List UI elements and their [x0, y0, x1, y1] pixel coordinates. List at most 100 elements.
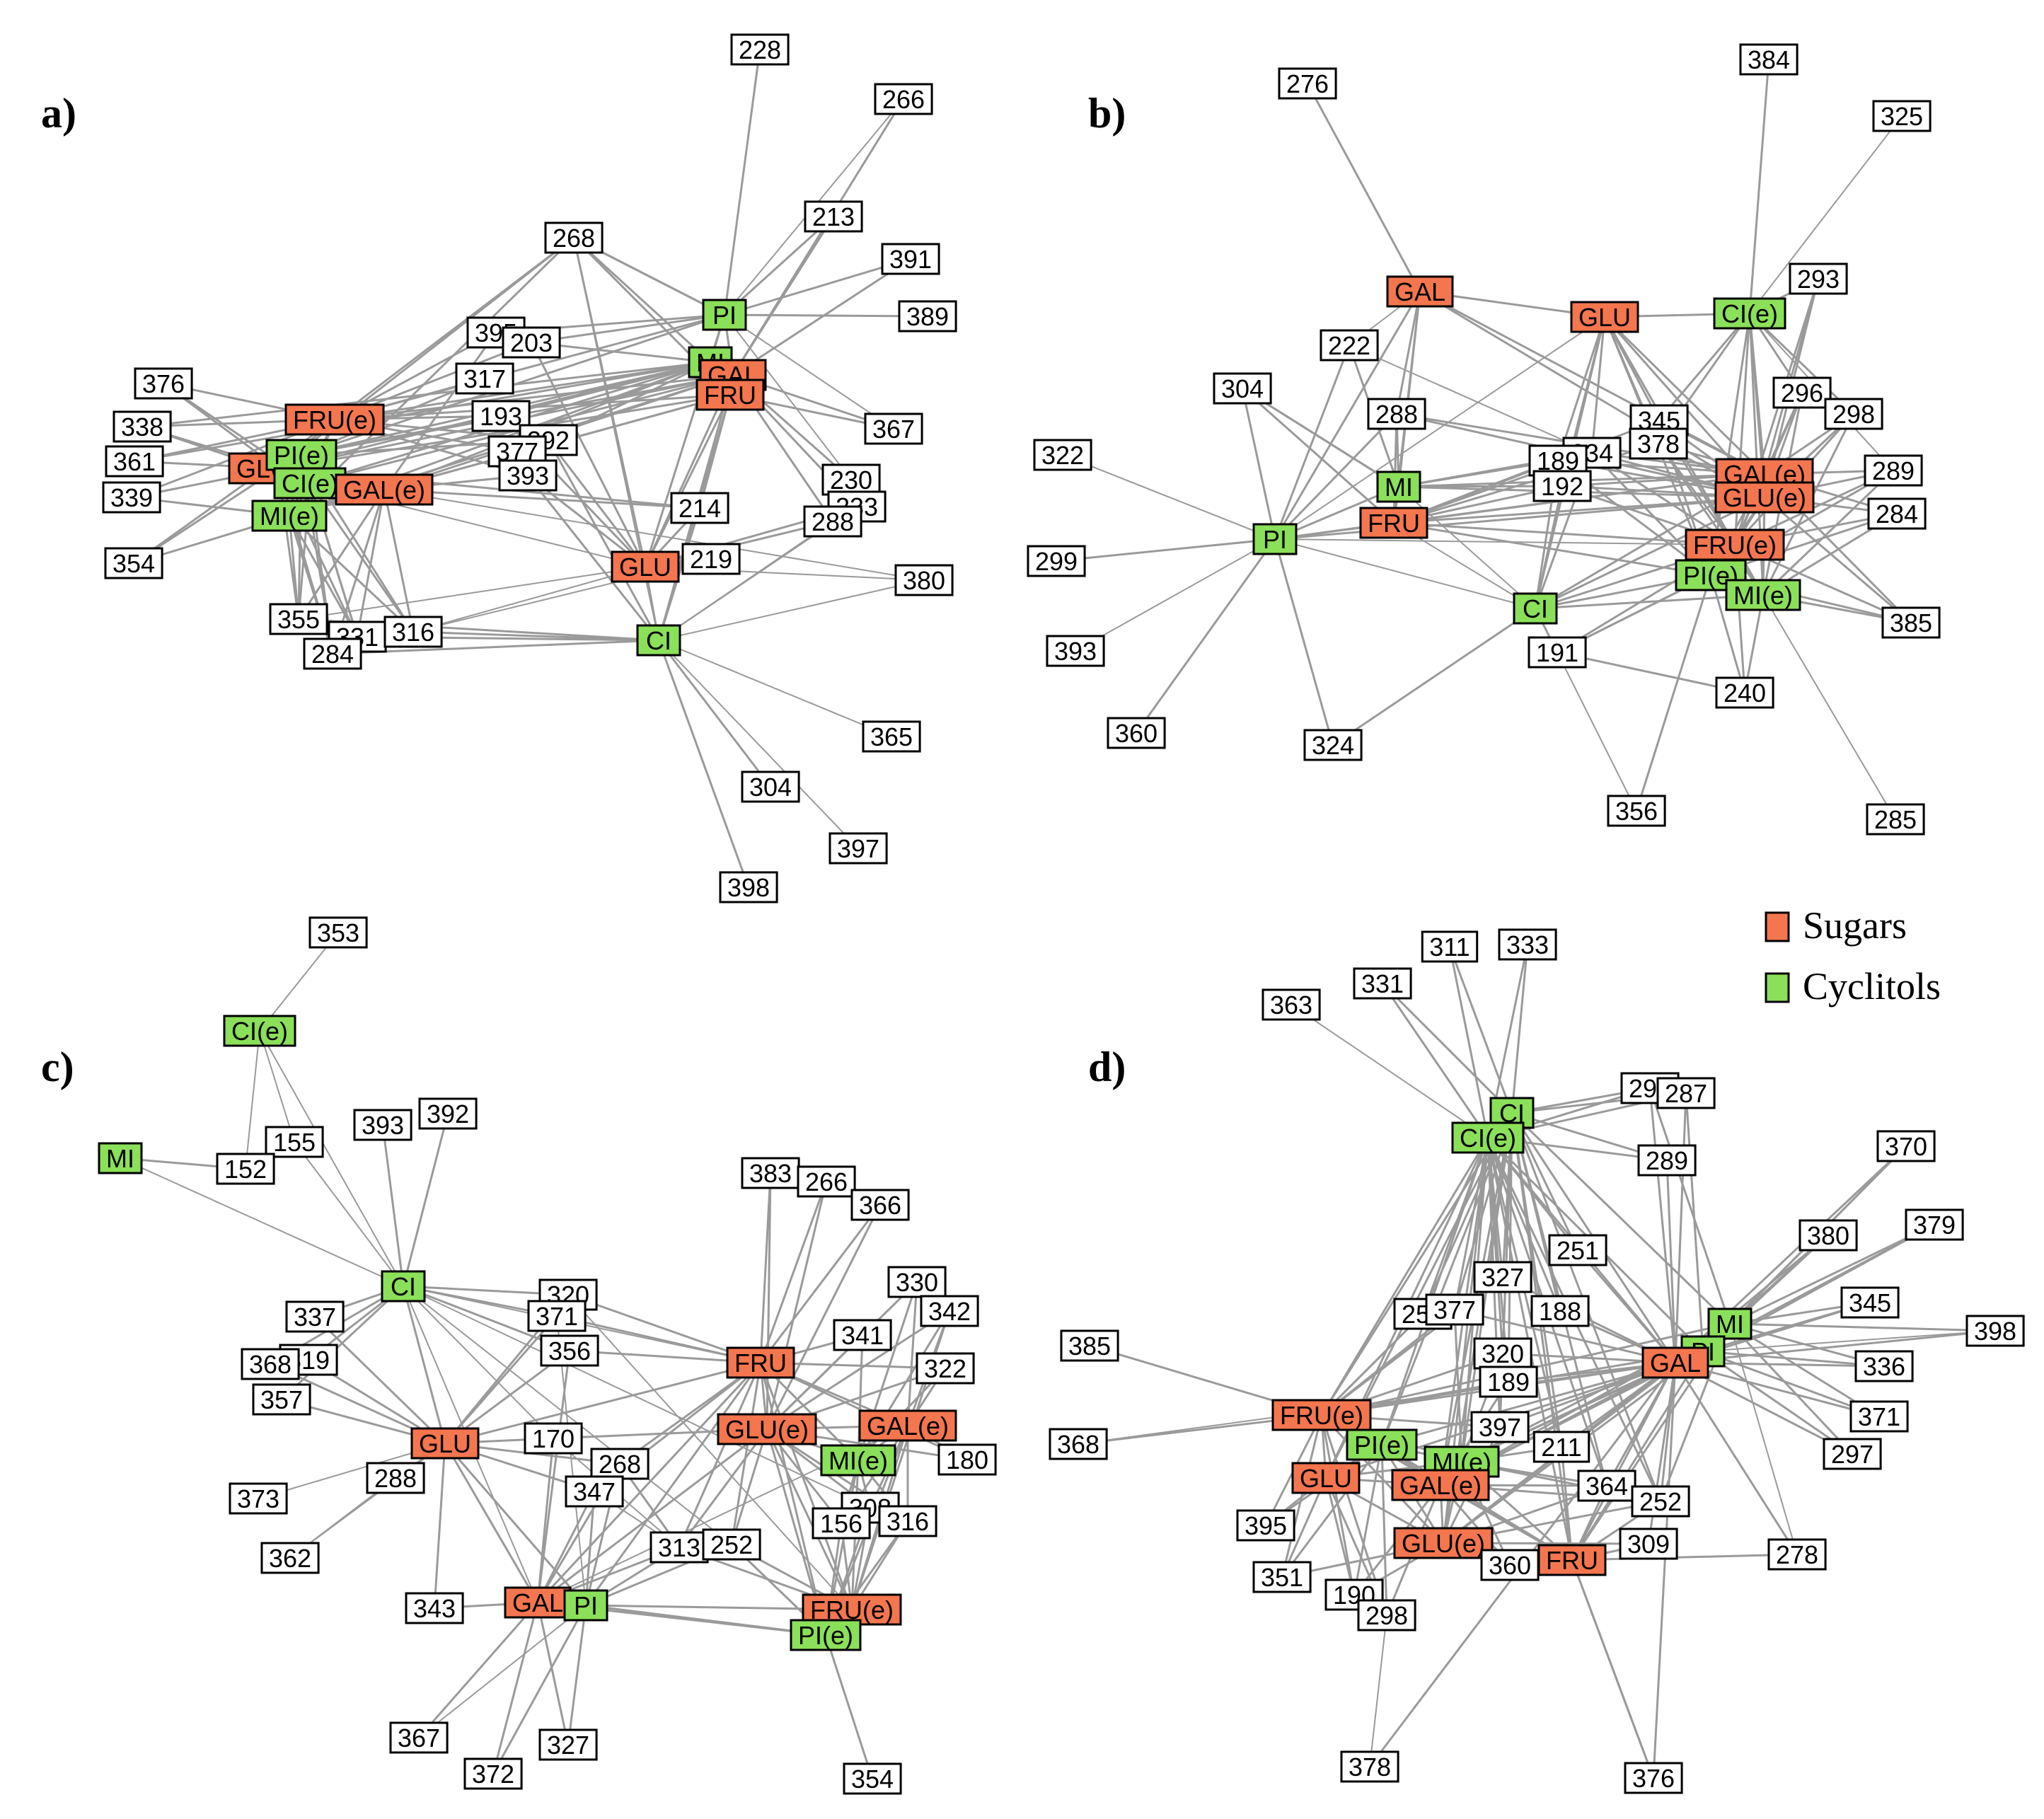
node-box: [260, 1542, 320, 1574]
edge: [444, 1315, 558, 1444]
legend-swatch-sugars: [1765, 911, 1790, 942]
node-label: GAL(e): [1399, 1471, 1482, 1500]
node-label: 370: [1885, 1132, 1927, 1161]
node-327: 327: [538, 1728, 598, 1761]
node-label: CI(e): [282, 469, 338, 498]
node-230: 230: [821, 463, 881, 496]
node-box: [590, 1448, 649, 1480]
edge: [1332, 607, 1536, 746]
node-170: 170: [524, 1422, 583, 1455]
edge: [759, 1362, 853, 1610]
node-label: 376: [142, 369, 185, 398]
edge: [403, 1286, 554, 1439]
node-box: [695, 379, 765, 411]
node-351: 351: [1252, 1561, 1312, 1593]
node-box: [1425, 1293, 1484, 1326]
node-label: 371: [536, 1302, 578, 1331]
node-glu: GLU: [410, 1427, 480, 1460]
edge: [1242, 387, 1395, 524]
node-label: 393: [362, 1111, 404, 1140]
edge: [1421, 1137, 1489, 1315]
node-368: 368: [241, 1348, 300, 1380]
edge: [245, 1030, 260, 1170]
edge: [433, 1443, 446, 1609]
legend-label-sugars: Sugars: [1803, 904, 1907, 947]
node-box: [383, 616, 443, 648]
node-357: 357: [252, 1383, 311, 1416]
edge: [724, 314, 852, 480]
node-box: [611, 550, 680, 583]
node-label: 322: [924, 1354, 966, 1383]
node-box: [937, 1443, 997, 1476]
edge: [383, 489, 925, 581]
node-box: [1849, 1400, 1909, 1433]
edge: [1393, 521, 1711, 577]
node-337: 337: [285, 1300, 345, 1333]
edge: [1635, 574, 1712, 812]
node-313: 313: [649, 1531, 709, 1564]
node-box: [1798, 1219, 1858, 1252]
node-label: 357: [260, 1385, 303, 1414]
node-304: 304: [741, 770, 800, 803]
node-label: PI: [712, 301, 737, 330]
node-label: 293: [1797, 265, 1840, 294]
node-label: 251: [1557, 1236, 1599, 1265]
node-371: 371: [1849, 1400, 1909, 1433]
edge: [1702, 1330, 1996, 1352]
edge: [585, 1604, 826, 1636]
edge: [1395, 291, 1421, 415]
node-268: 268: [544, 221, 604, 254]
edge: [402, 1286, 446, 1444]
node-box: [1881, 606, 1941, 639]
node-box: [366, 1462, 425, 1494]
edge: [1274, 291, 1421, 540]
edge: [1729, 1223, 1935, 1325]
node-378: 378: [1340, 1750, 1399, 1783]
edge: [1320, 1112, 1513, 1416]
node-label: 343: [413, 1594, 456, 1623]
edge: [1242, 387, 1399, 488]
edge: [1762, 594, 1896, 820]
node-336: 336: [1854, 1350, 1914, 1382]
node-label: 355: [277, 605, 320, 634]
node-ci: CI: [381, 1270, 426, 1303]
node-box: [881, 243, 940, 275]
node-376: 376: [1624, 1762, 1683, 1794]
node-box: [1386, 275, 1454, 308]
node-311: 311: [1421, 930, 1479, 963]
edge: [572, 236, 712, 364]
node-cie: CI(e): [1451, 1121, 1525, 1154]
node-label: 299: [1035, 547, 1078, 576]
node-label: 311: [1429, 932, 1470, 962]
node-box: [269, 603, 328, 635]
node-box: [1261, 988, 1321, 1021]
edge: [259, 932, 339, 1032]
node-box: [504, 1586, 572, 1619]
edge: [567, 1605, 587, 1745]
edge: [1419, 290, 1765, 499]
node-box: [498, 459, 558, 492]
node-box: [544, 221, 604, 254]
node-box: [1864, 454, 1923, 487]
node-label: 353: [317, 918, 359, 947]
node-box: [1577, 1469, 1636, 1502]
edge: [412, 566, 646, 633]
node-324: 324: [1303, 729, 1363, 761]
node-391: 391: [881, 243, 940, 275]
node-box: [670, 492, 729, 524]
edge: [732, 98, 905, 376]
edge: [1749, 115, 1902, 314]
node-label: 360: [1115, 719, 1157, 748]
node-398: 398: [1965, 1315, 2025, 1347]
edge: [1748, 59, 1770, 314]
edge: [1454, 1308, 1676, 1364]
node-label: 331: [1361, 969, 1404, 998]
node-289: 289: [1637, 1144, 1697, 1177]
node-276: 276: [1278, 67, 1337, 100]
node-box: [1823, 1438, 1882, 1470]
node-label: GAL: [512, 1588, 563, 1617]
node-label: MI: [106, 1144, 134, 1173]
edge: [573, 237, 646, 567]
node-label: 268: [599, 1450, 641, 1479]
node-354: 354: [104, 547, 163, 579]
